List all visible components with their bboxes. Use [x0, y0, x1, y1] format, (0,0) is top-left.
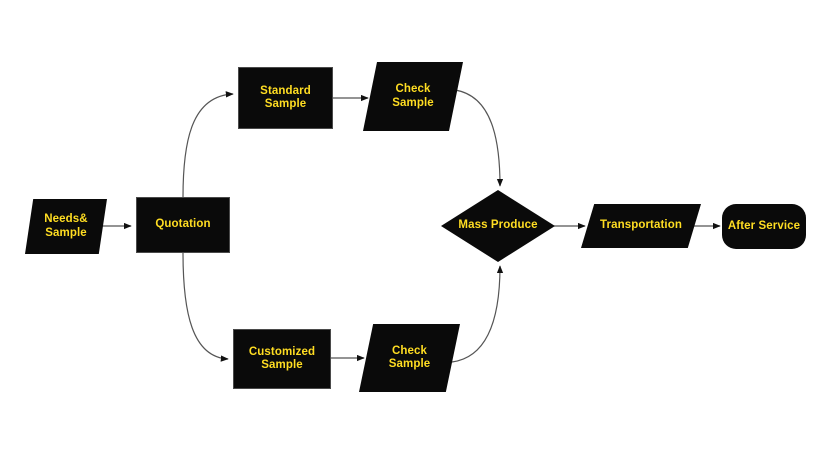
node-check-sample-top[interactable]: Check Sample	[363, 62, 463, 131]
parallelogram-shape	[359, 324, 460, 392]
edge-check-sample-bottom-to-mass-produce	[451, 265, 504, 363]
node-after-service[interactable]: After Service	[722, 204, 806, 249]
node-label: Needs& Sample	[44, 213, 88, 239]
node-label: Standard Sample	[260, 84, 311, 110]
parallelogram-shape	[363, 62, 463, 131]
parallelogram-shape	[581, 204, 701, 248]
node-label: Mass Produce	[458, 219, 538, 232]
edge-quotation-to-standard-sample	[182, 91, 234, 198]
node-label: Transportation	[600, 219, 682, 232]
node-customized-sample[interactable]: Customized Sample	[233, 329, 331, 389]
node-label: After Service	[727, 219, 801, 232]
node-mass-produce[interactable]: Mass Produce	[441, 190, 555, 262]
rectangle-shape	[238, 67, 333, 129]
node-label: Check Sample	[392, 83, 434, 109]
node-transportation[interactable]: Transportation	[581, 204, 701, 248]
edge-check-sample-top-to-mass-produce	[454, 89, 504, 187]
edge-quotation-to-customized-sample	[182, 252, 229, 362]
rectangle-shape	[233, 329, 331, 389]
node-standard-sample[interactable]: Standard Sample	[238, 67, 333, 129]
node-check-sample-bottom[interactable]: Check Sample	[359, 324, 460, 392]
parallelogram-shape	[25, 199, 107, 254]
node-label: Quotation	[155, 218, 211, 231]
node-label: Customized Sample	[248, 345, 316, 371]
stadium-shape	[722, 204, 806, 249]
rectangle-shape	[136, 197, 230, 253]
node-label: Check Sample	[388, 344, 431, 370]
node-needs-sample[interactable]: Needs& Sample	[25, 199, 107, 254]
node-quotation[interactable]: Quotation	[136, 197, 230, 253]
